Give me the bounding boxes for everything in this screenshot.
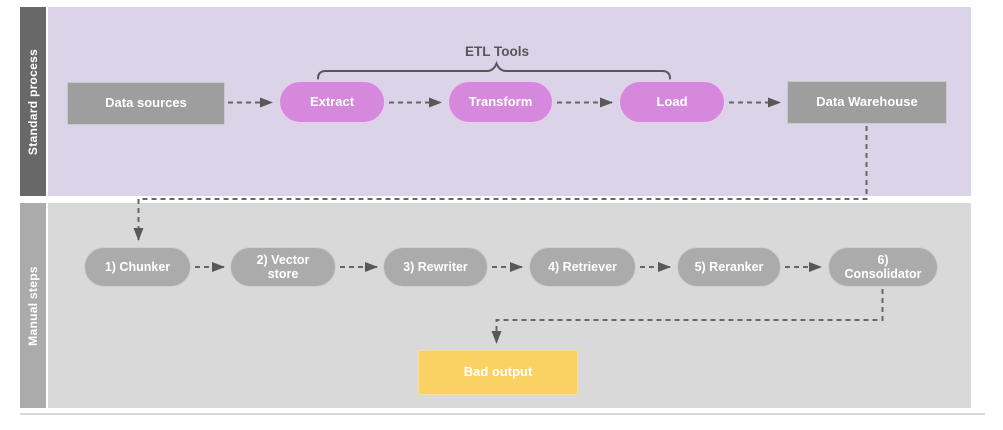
etl-tools-label: ETL Tools bbox=[465, 44, 529, 59]
lane-label-bar-standard-process: Standard process bbox=[20, 7, 46, 196]
node-extract: Extract bbox=[279, 81, 385, 123]
lane-label-manual-steps: Manual steps bbox=[26, 265, 40, 346]
node-bad-output: Bad output bbox=[418, 350, 578, 395]
node-data-warehouse: Data Warehouse bbox=[787, 81, 947, 124]
node-transform: Transform bbox=[448, 81, 553, 123]
node-load: Load bbox=[619, 81, 725, 123]
node-consolidator: 6) Consolidator bbox=[828, 247, 938, 287]
node-rewriter: 3) Rewriter bbox=[383, 247, 488, 287]
bottom-divider bbox=[20, 413, 985, 415]
lane-label-standard-process: Standard process bbox=[26, 48, 41, 155]
lane-label-bar-manual-steps: Manual steps bbox=[20, 203, 46, 408]
node-retriever: 4) Retriever bbox=[529, 247, 636, 287]
node-reranker: 5) Reranker bbox=[677, 247, 781, 287]
node-chunker: 1) Chunker bbox=[84, 247, 191, 287]
node-vector-store: 2) Vector store bbox=[230, 247, 336, 287]
node-data-sources: Data sources bbox=[67, 82, 225, 125]
